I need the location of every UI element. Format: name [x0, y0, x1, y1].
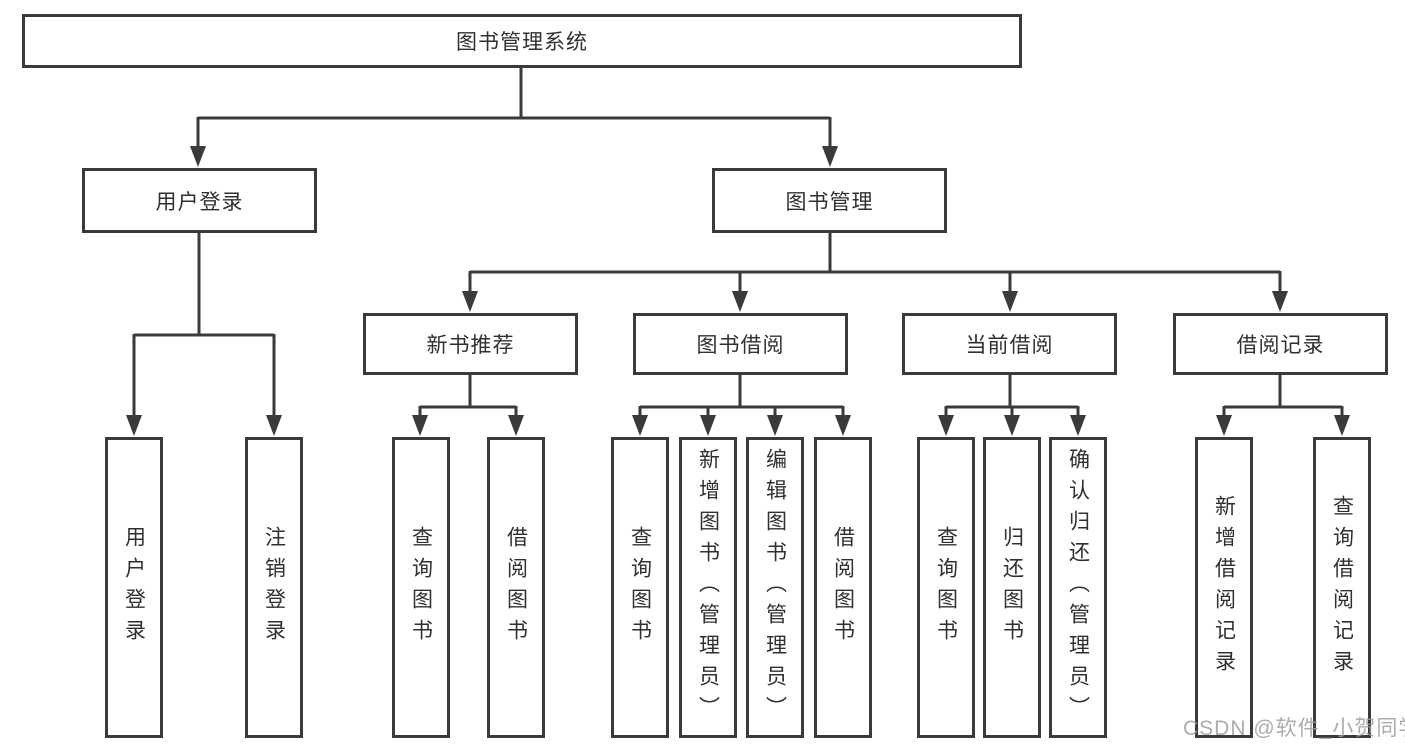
csdn-watermark: CSDN @软件_小贺同学	[1183, 717, 1405, 740]
node-label: 查询图书	[934, 525, 958, 650]
node-add-books-admin: 新增图书（管理员）	[679, 437, 737, 738]
node-add-borrow-record: 新增借阅记录	[1195, 437, 1253, 738]
node-user-login-action: 用户登录	[105, 437, 163, 738]
node-label: 新增图书（管理员）	[696, 448, 720, 727]
node-book-borrowing: 图书借阅	[633, 313, 848, 375]
node-logout-action: 注销登录	[245, 437, 303, 738]
node-query-books-current: 查询图书	[917, 437, 975, 738]
node-borrow-books-action: 借阅图书	[814, 437, 872, 738]
node-query-books-borrowing: 查询图书	[611, 437, 669, 738]
node-confirm-return-admin: 确认归还（管理员）	[1049, 437, 1107, 738]
node-return-books: 归还图书	[983, 437, 1041, 738]
node-borrowing-records: 借阅记录	[1173, 313, 1388, 375]
node-query-borrow-record: 查询借阅记录	[1313, 437, 1371, 738]
node-user-login-branch: 用户登录	[82, 168, 317, 233]
node-borrow-books-recommend: 借阅图书	[487, 437, 545, 738]
node-label: 用户登录	[122, 525, 146, 650]
node-label: 查询借阅记录	[1330, 494, 1354, 681]
node-current-borrowing: 当前借阅	[902, 313, 1117, 375]
node-label: 查询图书	[628, 525, 652, 650]
node-label: 借阅图书	[831, 525, 855, 650]
node-label: 借阅图书	[504, 525, 528, 650]
node-label: 新增借阅记录	[1212, 494, 1236, 681]
node-label: 归还图书	[1000, 525, 1024, 650]
node-library-management-system: 图书管理系统	[22, 14, 1022, 68]
node-new-book-recommend: 新书推荐	[363, 313, 578, 375]
node-label: 注销登录	[262, 525, 286, 650]
node-label: 查询图书	[409, 525, 433, 650]
node-label: 确认归还（管理员）	[1066, 448, 1090, 727]
node-edit-books-admin: 编辑图书（管理员）	[746, 437, 804, 738]
node-label: 编辑图书（管理员）	[763, 448, 787, 727]
node-query-books-recommend: 查询图书	[392, 437, 450, 738]
node-book-management-branch: 图书管理	[712, 168, 947, 233]
